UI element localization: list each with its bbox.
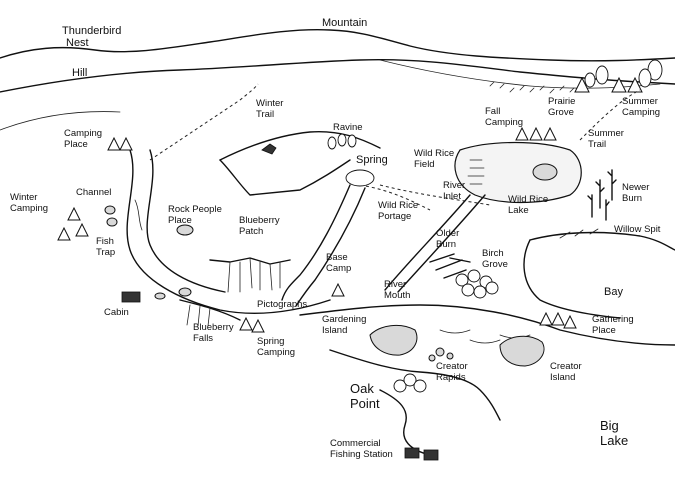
summer-camping-trees [574, 59, 663, 93]
bay-shoreline [523, 228, 675, 319]
label-willow-spit: Willow Spit [614, 224, 661, 235]
cliffs [179, 257, 291, 327]
rocks [104, 205, 194, 300]
river-channel [126, 149, 331, 314]
islands [369, 324, 545, 367]
buildings [121, 291, 439, 461]
birch-grove-trees [455, 269, 499, 299]
label-channel: Channel [76, 187, 111, 198]
ravine-hill [219, 130, 381, 196]
label-pictographs: Pictographs [257, 299, 307, 310]
trails [149, 83, 641, 211]
label-ravine: Ravine [333, 122, 363, 133]
camp-tents [57, 126, 577, 333]
label-cabin: Cabin [104, 307, 129, 318]
mountain-ridges [0, 29, 675, 131]
older-burn-logs [429, 253, 471, 279]
label-bay: Bay [604, 286, 623, 298]
prairie-grove-area [489, 81, 585, 94]
portage-river [281, 184, 486, 307]
newer-burn-trees [587, 169, 617, 221]
label-mountain: Mountain [322, 17, 367, 29]
label-spring: Spring [356, 154, 388, 166]
wild-rice-lake [345, 141, 582, 204]
label-hill: Hill [72, 67, 87, 79]
oak-point-trees [393, 373, 427, 393]
